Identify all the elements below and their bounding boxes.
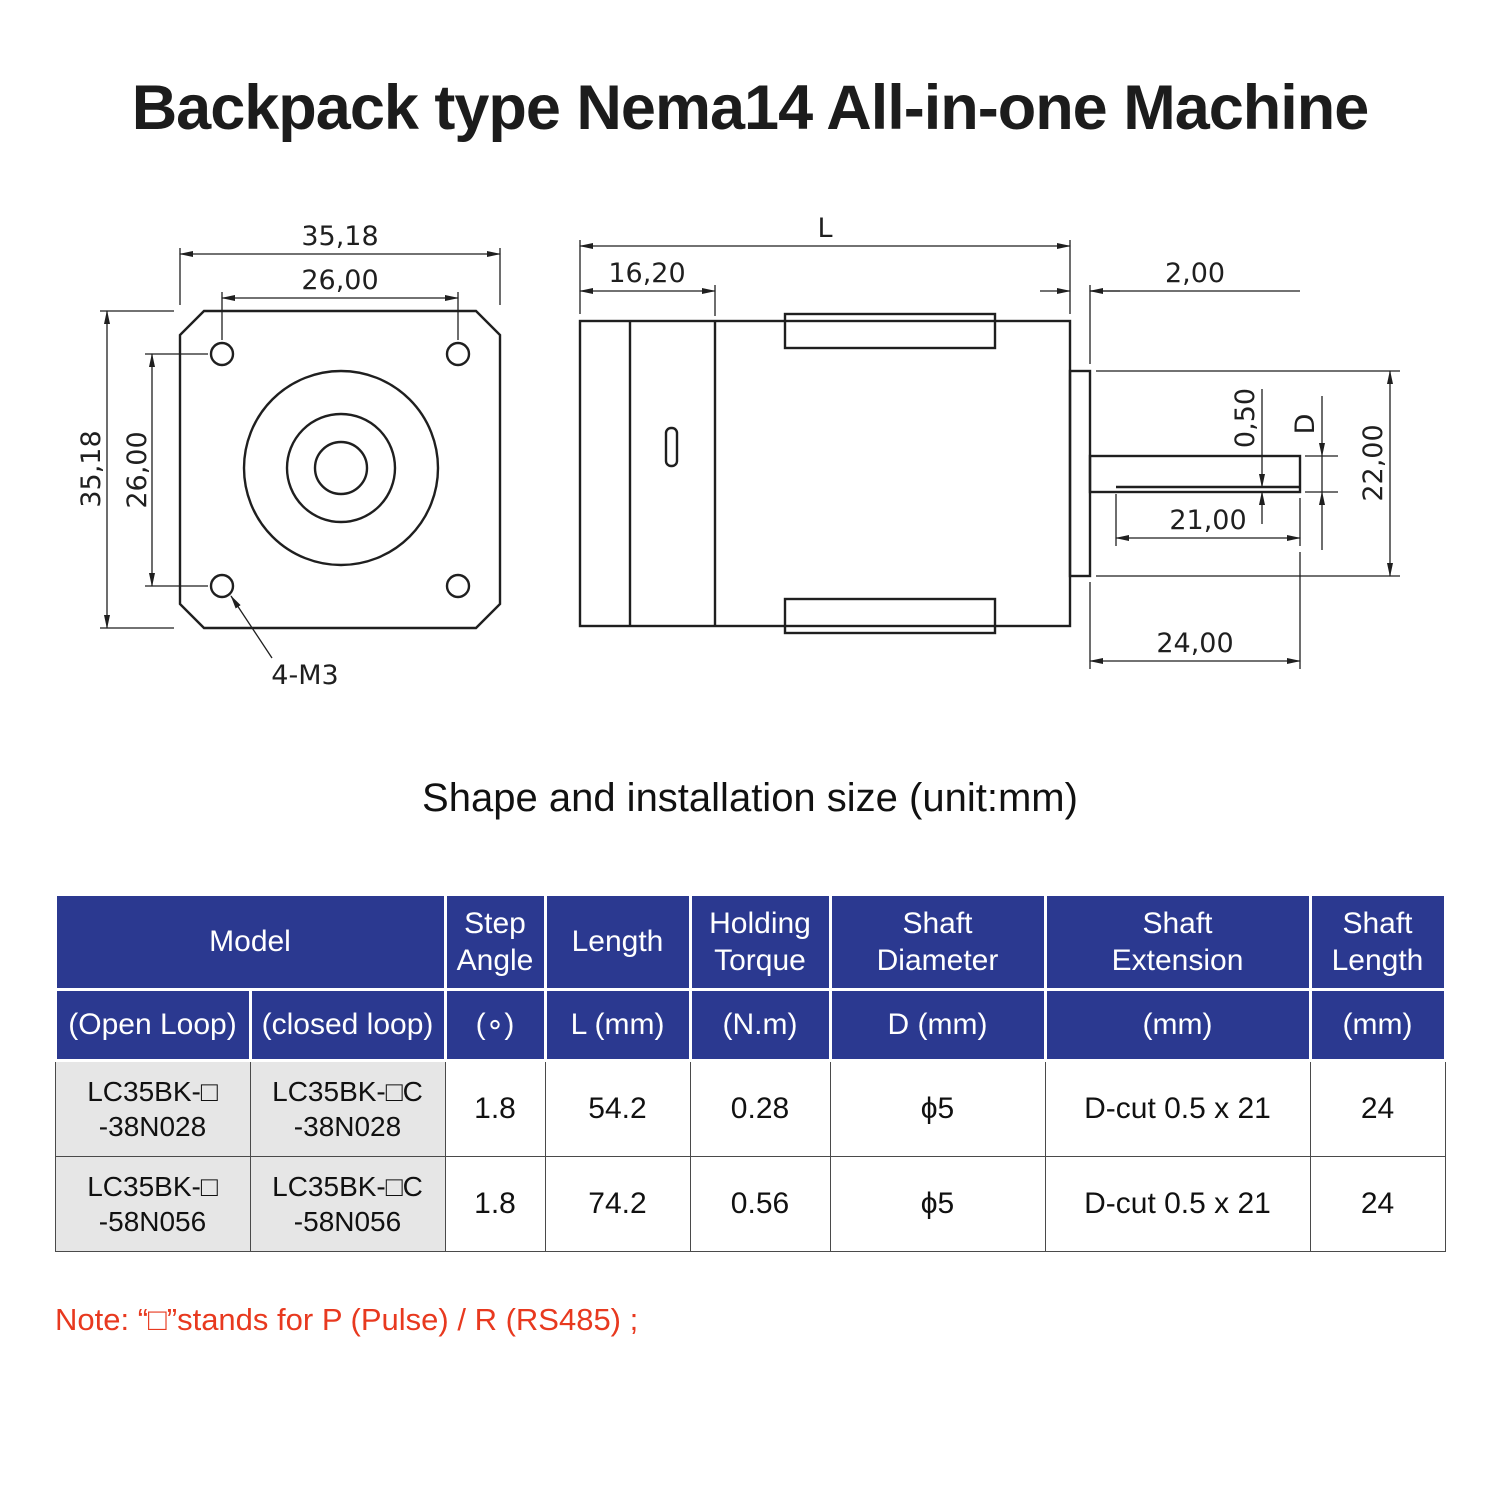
col-header-holding-torque: Holding Torque [688,893,832,991]
cell-shaft-diameter: ϕ5 [829,1060,1046,1157]
cell-shaft-diameter: ϕ5 [829,1156,1046,1252]
mounting-hole [209,341,235,367]
dim-shaft-diameter-label: D [1290,414,1321,435]
cell-holding-torque: 0.28 [689,1060,831,1157]
cell-shaft-length: 24 [1309,1156,1446,1252]
unit-step-angle: (∘) [443,988,547,1062]
dim-front-section-label: 16,20 [608,258,685,289]
dim-shaft-length-label: 24,00 [1156,628,1233,659]
col-header-open-loop: (Open Loop) [53,988,252,1062]
dim-flat-depth-label: 0,50 [1230,388,1261,448]
dim-height-outer-label: 35,18 [76,430,107,507]
side-view-drawing: L 16,20 2,00 0,50 D 22,00 21,00 24,00 [578,213,1400,669]
footnote: Note: “□”stands for P (Pulse) / R (RS485… [55,1302,639,1337]
mounting-holes-label: 4-M3 [271,660,338,691]
col-header-length: Length [543,893,692,991]
table-row: LC35BK-□ -38N028 LC35BK-□C -38N028 1.8 5… [54,1060,1446,1157]
pilot-boss [1068,369,1092,578]
col-header-shaft-diameter: Shaft Diameter [828,893,1047,991]
unit-shaft-extension: (mm) [1043,988,1312,1062]
unit-length: L (mm) [543,988,692,1062]
col-header-shaft-extension: Shaft Extension [1043,893,1312,991]
cell-length: 54.2 [544,1060,691,1157]
cell-model-closed: LC35BK-□C -58N056 [249,1156,446,1252]
technical-drawing: 35,18 26,00 35,18 26,00 4-M3 [76,213,1400,691]
cell-model-closed: LC35BK-□C -38N028 [249,1060,446,1157]
mounting-hole [445,573,471,599]
connector-slot [664,426,679,468]
mounting-hole [209,573,235,599]
mounting-hole [445,341,471,367]
cell-length: 74.2 [544,1156,691,1252]
dim-flat-length-label: 21,00 [1169,505,1246,536]
cell-shaft-extension: D-cut 0.5 x 21 [1044,1060,1311,1157]
cell-shaft-length: 24 [1309,1060,1446,1157]
cell-step-angle: 1.8 [444,1060,546,1157]
front-view-dimension-lines [100,248,501,659]
dim-height-holes-label: 26,00 [122,431,153,508]
header-row-main: Model Step Angle Length Holding Torque S… [53,893,1447,991]
pilot-boss-circle [242,369,440,567]
cell-model-open: LC35BK-□ -58N056 [54,1156,251,1252]
page-title: Backpack type Nema14 All-in-one Machine [131,73,1370,143]
col-header-closed-loop: (closed loop) [248,988,447,1062]
col-header-shaft-length: Shaft Length [1308,893,1447,991]
top-mounting-tab [783,312,997,350]
front-view-drawing: 35,18 26,00 35,18 26,00 4-M3 [76,221,502,691]
side-view-dimension-lines [579,240,1400,669]
unit-shaft-length: (mm) [1308,988,1447,1062]
dim-width-holes-label: 26,00 [301,265,378,296]
dim-pilot-diameter-label: 22,00 [1358,424,1389,501]
unit-shaft-diameter: D (mm) [828,988,1047,1062]
header-row-units: (Open Loop) (closed loop) (∘) L (mm) (N.… [53,988,1447,1062]
cell-step-angle: 1.8 [444,1156,546,1252]
dim-total-length-label: L [817,213,832,244]
bottom-mounting-tab [783,597,997,635]
col-header-model: Model [53,893,447,991]
shaft [1088,454,1302,494]
cell-holding-torque: 0.56 [689,1156,831,1252]
motor-body-outline [578,319,1072,628]
motor-faceplate-outline [178,309,502,630]
table-row: LC35BK-□ -58N056 LC35BK-□C -58N056 1.8 7… [54,1156,1446,1252]
drawing-caption: Shape and installation size (unit:mm) [422,776,1078,820]
shaft-circle [313,440,369,496]
col-header-step-angle: Step Angle [443,893,547,991]
bearing-circle [285,412,397,524]
dim-width-outer-label: 35,18 [301,221,378,252]
spec-table: Model Step Angle Length Holding Torque S… [53,893,1447,1252]
unit-holding-torque: (N.m) [688,988,832,1062]
cell-model-open: LC35BK-□ -38N028 [54,1060,251,1157]
cell-shaft-extension: D-cut 0.5 x 21 [1044,1156,1311,1252]
dim-pilot-boss-label: 2,00 [1165,258,1225,289]
